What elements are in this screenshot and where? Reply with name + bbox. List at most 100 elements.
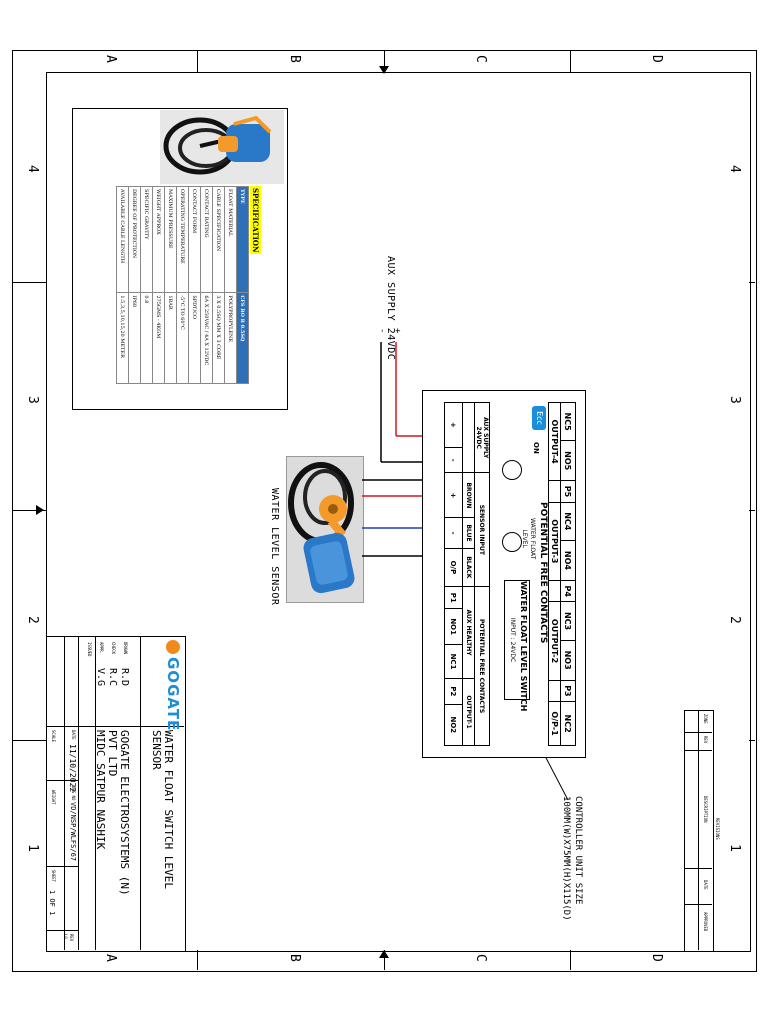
terminal-label: NO1 bbox=[444, 608, 463, 645]
output-label: O/P-1 bbox=[548, 701, 561, 746]
controller-outer-box bbox=[422, 390, 586, 758]
revision-col-header: APPROVED bbox=[703, 912, 708, 932]
revision-block-divider bbox=[684, 732, 712, 733]
zone-tick bbox=[749, 282, 755, 283]
terminal-label: NC3 bbox=[560, 601, 576, 641]
group-row: AUX SUPPLY 24VDC SENSOR INPUT POTENTIAL … bbox=[474, 402, 490, 746]
subgroup-row: BROWN BLUE BLACK AUX HEALTHY OUTPUT-1 bbox=[462, 402, 475, 746]
zone-tick bbox=[749, 510, 755, 511]
output-label: OUTPUT-3 bbox=[548, 502, 561, 581]
zone-tick bbox=[570, 950, 571, 970]
terminal-label: NC1 bbox=[444, 644, 463, 679]
controller-size-note: CONTROLLER UNIT SIZE 100MM(W)X75MM(H)X11… bbox=[561, 796, 583, 921]
gogate-logo: GOGATE bbox=[164, 640, 182, 731]
revision-block-divider bbox=[684, 750, 712, 751]
terminal-label: O/P bbox=[444, 548, 463, 587]
title-block-divider bbox=[46, 866, 78, 867]
center-arrow-top bbox=[379, 66, 389, 74]
company-name: GOGATE ELECTROSYSTEMS (N) PVT LTD MIDC S… bbox=[94, 730, 131, 896]
rev-label: REV bbox=[69, 934, 74, 942]
dwg-value: VD/NSP/WLFS/67 bbox=[69, 802, 77, 862]
sensor-indicator[interactable] bbox=[502, 532, 522, 552]
center-arrow-left bbox=[36, 505, 44, 515]
terminal-label: P2 bbox=[444, 678, 463, 705]
dwg-label: DWG NO bbox=[71, 786, 76, 801]
output1-label: OUTPUT-1 bbox=[462, 678, 475, 746]
controller-bottom-terminals: AUX SUPPLY 24VDC SENSOR INPUT POTENTIAL … bbox=[444, 402, 490, 746]
drawing-inner-border bbox=[46, 72, 751, 952]
drawn-label: DRAWN bbox=[123, 642, 128, 655]
terminal-label: NO4 bbox=[560, 540, 576, 581]
appr-label: APPR. bbox=[99, 642, 104, 655]
terminal-row-bottom: + - + - O/P P1 NO1 NC1 P2 NO2 bbox=[444, 402, 463, 746]
revision-block-divider bbox=[698, 710, 699, 950]
appr-value: V.G bbox=[95, 668, 106, 687]
power-indicator[interactable] bbox=[502, 460, 522, 480]
issued-label: ISSUED bbox=[87, 642, 92, 657]
controller-top-terminals: NC5 NO5 P5 NC4 NO4 P4 NC3 NO3 P3 NC2 OUT… bbox=[548, 402, 576, 746]
potential-free-contacts-label: POTENTIAL FREE CONTACTS bbox=[538, 502, 548, 644]
output-row: OUTPUT-4 OUTPUT-3 OUTPUT-2 O/P-1 bbox=[548, 402, 561, 746]
terminal-label: P5 bbox=[560, 480, 576, 503]
gogate-logo-mark bbox=[166, 640, 180, 654]
terminal-row-top: NC5 NO5 P5 NC4 NO4 P4 NC3 NO3 P3 NC2 bbox=[560, 402, 576, 746]
title-block bbox=[46, 636, 186, 952]
water-level-sensor-photo bbox=[286, 456, 364, 603]
controller-unit: NC5 NO5 P5 NC4 NO4 P4 NC3 NO3 P3 NC2 OUT… bbox=[430, 402, 576, 746]
terminal-label: NC2 bbox=[560, 701, 576, 746]
terminal-label: P3 bbox=[560, 680, 576, 702]
revision-col-header: REV bbox=[703, 736, 708, 744]
title-block-divider bbox=[140, 636, 141, 950]
zone-tick bbox=[570, 50, 571, 72]
zone-tick bbox=[197, 950, 198, 970]
controller-title-box: WATER FLOAT LEVEL SWITCH INPUT : 24VDC bbox=[504, 580, 530, 711]
revision-col-header: DESCRIPTION bbox=[703, 796, 708, 823]
sheet-label: SHEET bbox=[51, 870, 56, 883]
controller-input: INPUT : 24VDC bbox=[509, 617, 516, 663]
water-level-sensor-label: WATER LEVEL SENSOR bbox=[269, 488, 280, 606]
weight-label: WEIGHT bbox=[51, 790, 56, 805]
terminal-label: NC4 bbox=[560, 502, 576, 541]
gogate-brand: GOGATE bbox=[164, 657, 182, 732]
output-spacer bbox=[548, 680, 561, 702]
title-block-divider bbox=[46, 930, 78, 931]
zone-tick bbox=[197, 50, 198, 72]
terminal-label: + bbox=[444, 472, 463, 518]
zone-tick bbox=[12, 282, 46, 283]
wire-color-label: BROWN bbox=[462, 472, 475, 518]
float-switch-photo bbox=[160, 110, 284, 184]
date-value: 11/10/2022 bbox=[68, 744, 77, 793]
title-block-divider bbox=[78, 636, 79, 950]
revisions-header: REVISIONS bbox=[715, 818, 720, 840]
terminal-label: NC5 bbox=[560, 402, 576, 441]
revision-block bbox=[684, 710, 714, 952]
revision-col-header: ZONE bbox=[703, 714, 708, 724]
revision-block-divider bbox=[684, 904, 712, 905]
zone-tick bbox=[12, 510, 46, 511]
terminal-label: + bbox=[444, 402, 463, 448]
title-block-divider bbox=[46, 780, 78, 781]
terminal-label: NO5 bbox=[560, 440, 576, 481]
revision-col-header: DATE bbox=[703, 880, 708, 890]
ecc-logo: Ecc bbox=[532, 406, 546, 430]
output-label: OUTPUT-2 bbox=[548, 601, 561, 681]
on-label: ON bbox=[532, 442, 540, 454]
zone-tick bbox=[384, 950, 385, 970]
terminal-label: - bbox=[444, 447, 463, 473]
wire-color-label: BLACK bbox=[462, 548, 475, 587]
scale-label: SCALE bbox=[51, 730, 56, 743]
aux-supply-label: AUX SUPPLY 24VDC bbox=[385, 256, 396, 361]
output-label: OUTPUT-4 bbox=[548, 402, 561, 481]
sheet-value: 1 OF 1 bbox=[48, 890, 56, 916]
date-label: DATE bbox=[71, 730, 76, 740]
zone-tick bbox=[384, 50, 385, 72]
check-value: R.C bbox=[107, 668, 118, 687]
aux-healthy-label: AUX HEALTHY bbox=[462, 586, 475, 679]
group-label: POTENTIAL FREE CONTACTS bbox=[474, 586, 490, 746]
check-label: CHECK bbox=[111, 642, 116, 655]
rev-value: L0 bbox=[63, 934, 68, 939]
terminal-label: NO3 bbox=[560, 640, 576, 681]
revision-block-divider bbox=[684, 868, 712, 869]
group-label: AUX SUPPLY 24VDC bbox=[474, 402, 490, 473]
ecc-logo-text: Ecc bbox=[535, 411, 544, 425]
